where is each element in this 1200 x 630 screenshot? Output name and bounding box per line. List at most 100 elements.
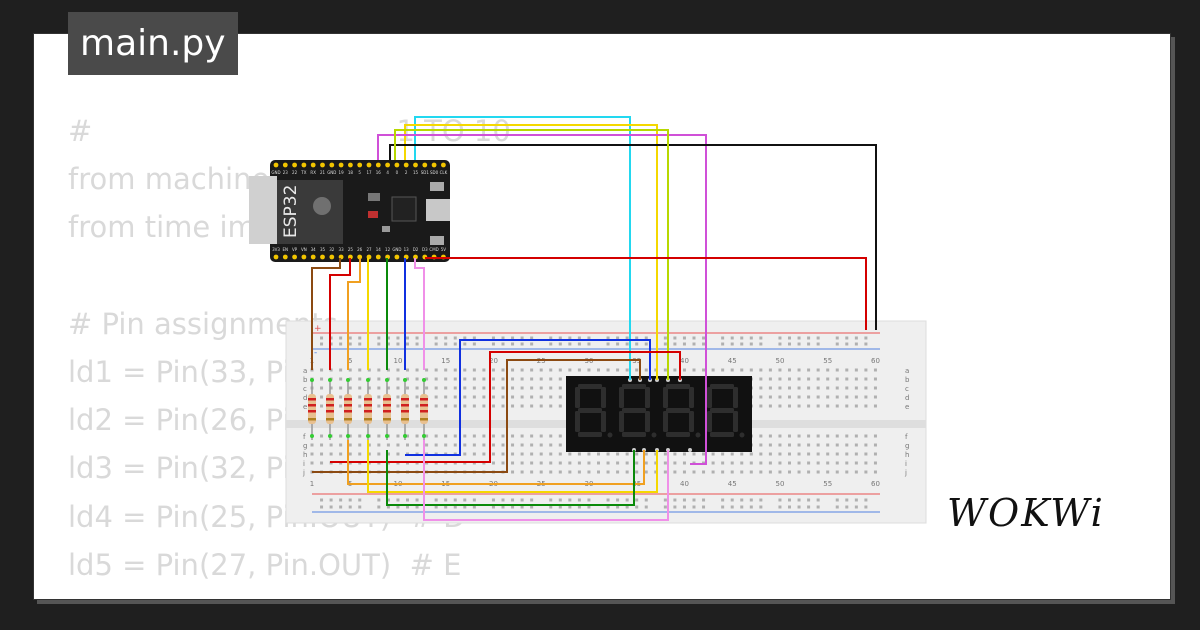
minus-label: - [314,348,317,358]
pin-label: 14 [376,247,382,252]
wire-red-power [425,257,867,330]
pin-label: D2 [413,247,419,252]
row-label: b [905,376,910,384]
pin-label: 16 [376,170,382,175]
code-line: ld6 = Pin(12, Pin.OUT) # F [68,589,511,598]
pin-label: 32 [329,247,335,252]
wire-brown-a [311,258,341,370]
pin-label: 4 [386,170,389,175]
pin-label: 17 [366,170,372,175]
row-label: j [904,469,907,477]
pin-label: RX [310,170,316,175]
row-label: g [905,442,909,450]
pin-label: 35 [320,247,326,252]
pin-label: GND [271,170,280,175]
pin-label: VN [301,247,307,252]
column-label: 15 [441,357,450,365]
row-label: a [905,367,909,375]
file-tab[interactable]: main.py [68,12,238,75]
wokwi-logo: WOKWi [947,491,1105,535]
pin-label: EN [283,247,289,252]
wire-violet [377,134,707,465]
pin-label: 12 [385,247,391,252]
pin-label: 5 [358,170,361,175]
seven-segment-display[interactable] [566,376,752,452]
wire-green-loop [386,450,635,506]
row-label: i [905,460,907,468]
espressif-logo-icon [313,197,331,215]
wires [311,116,877,521]
reset-button[interactable] [430,236,444,245]
row-label: e [303,403,307,411]
row-label: f [303,433,306,441]
pin-label: SD1 [421,170,430,175]
pin-label: 33 [339,247,345,252]
wire-red-dp [330,351,681,463]
pin-label: SD0 [430,170,439,175]
pin-label: GND [327,170,336,175]
row-label: g [303,442,307,450]
pin-label: 19 [339,170,345,175]
pin-label: 15 [413,170,419,175]
row-label: h [905,451,909,459]
wire-lime [394,129,669,380]
resistor [420,394,428,424]
row-label: e [905,403,909,411]
wire-red-b [329,258,351,370]
column-label: 50 [775,480,784,488]
boot-button[interactable] [430,182,444,191]
pin-label: CLK [440,170,448,175]
row-label: d [905,394,909,402]
row-label: f [905,433,908,441]
usb-port-icon [426,199,450,221]
row-label: c [905,385,909,393]
wire-pink-g [414,258,425,370]
pin-label: TX [300,170,306,175]
pin-label: 34 [311,247,317,252]
pin-label: 2 [405,170,408,175]
pin-label: 23 [283,170,289,175]
wire-cyan [414,116,631,380]
column-label: 55 [823,480,832,488]
wire-brown-dp [312,359,641,473]
row-label: d [303,394,307,402]
row-label: j [302,469,305,477]
pin-label: 18 [348,170,354,175]
pin-label: 25 [348,247,354,252]
row-label: i [303,460,305,468]
column-label: 60 [871,357,880,365]
resistor [344,394,352,424]
resistor [326,394,334,424]
resistor [364,394,372,424]
resistor [308,394,316,424]
wire-yellow [404,124,658,380]
column-label: 40 [680,480,689,488]
pin-label: 13 [404,247,410,252]
pin-label: 3V3 [272,247,280,252]
row-label: c [303,385,307,393]
pin-label: 21 [320,170,326,175]
pin-label: D3 [422,247,428,252]
wire-orange-c [347,258,361,370]
logo-text: WOKWi [947,491,1105,535]
pin-label: GND [392,247,401,252]
column-label: 50 [775,357,784,365]
row-label: a [303,367,307,375]
column-label: 1 [310,480,314,488]
column-label: 10 [393,357,402,365]
plus-label: + [314,324,322,334]
pin-label: 0 [396,170,399,175]
wire-orange-loop [347,440,645,485]
wire-black [389,144,877,330]
resistor [401,394,409,424]
esp32-label: ESP32 [281,185,301,238]
row-label: b [303,376,308,384]
column-label: 5 [348,357,352,365]
wire-yellow-loop [367,440,658,493]
column-label: 55 [823,357,832,365]
pin-label: CMD [429,247,438,252]
